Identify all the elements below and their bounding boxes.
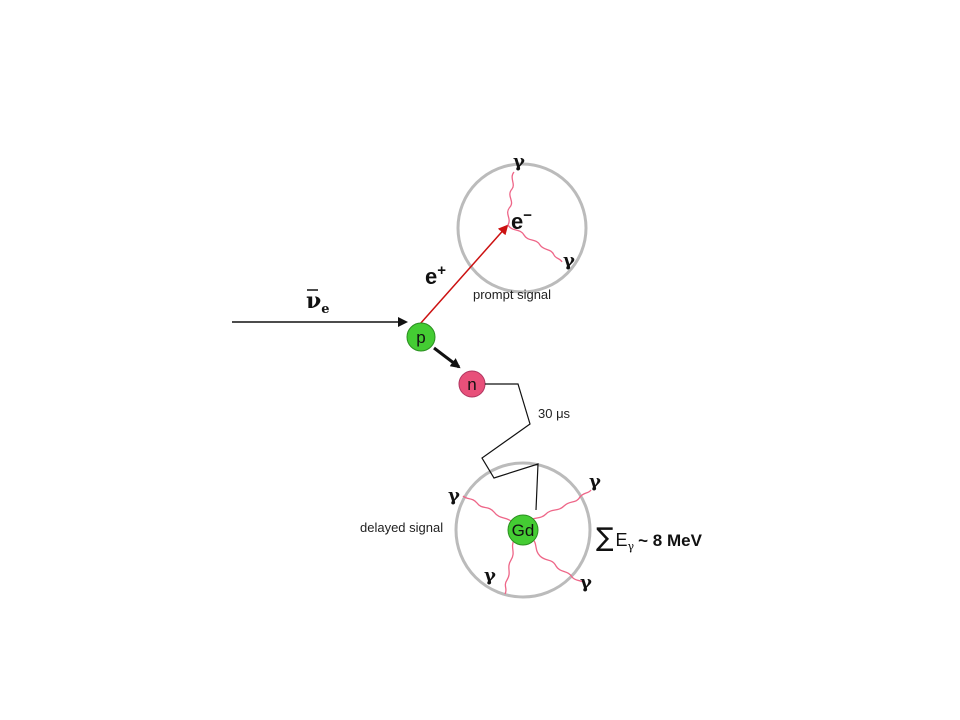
delayed-gamma-topright-label: γ [589, 471, 601, 492]
delayed-gamma-track-topright [527, 489, 592, 523]
capture-time-label: 30 μs [538, 406, 571, 421]
prompt-gamma-track-down [507, 224, 563, 263]
gadolinium [507, 514, 539, 546]
positron-label: e+ [425, 262, 446, 289]
delayed-signal-label: delayed signal [360, 520, 443, 535]
proton-label: p [416, 328, 425, 347]
delayed-gamma-track-topleft [462, 495, 513, 523]
electron-label: e− [511, 207, 532, 234]
prompt-signal-label: prompt signal [473, 287, 551, 302]
antineutrino-label: νe [306, 288, 330, 317]
delayed-gamma-track-bottomleft [504, 539, 515, 595]
neutron-diffusion-path [481, 383, 539, 511]
prompt-gamma-right-label: γ [563, 250, 575, 271]
delayed-detector-circle [454, 461, 592, 599]
delayed-gamma-bottomleft-label: γ [484, 565, 496, 586]
delayed-gamma-bottomright-label: γ [580, 572, 592, 593]
delayed-gamma-topleft-label: γ [448, 485, 460, 506]
delayed-gamma-track-bottomright [531, 537, 584, 583]
energy-sum-label: ∑Eγ~ 8 MeV [596, 523, 703, 553]
neutron-label: n [467, 375, 476, 394]
prompt-gamma-top-label: γ [513, 151, 525, 172]
positron-track [419, 224, 509, 325]
gadolinium-label: Gd [512, 521, 535, 540]
proton [406, 322, 436, 352]
prompt-gamma-track-up [507, 171, 515, 226]
neutron-arrow [433, 346, 461, 369]
prompt-detector-circle [456, 162, 588, 294]
